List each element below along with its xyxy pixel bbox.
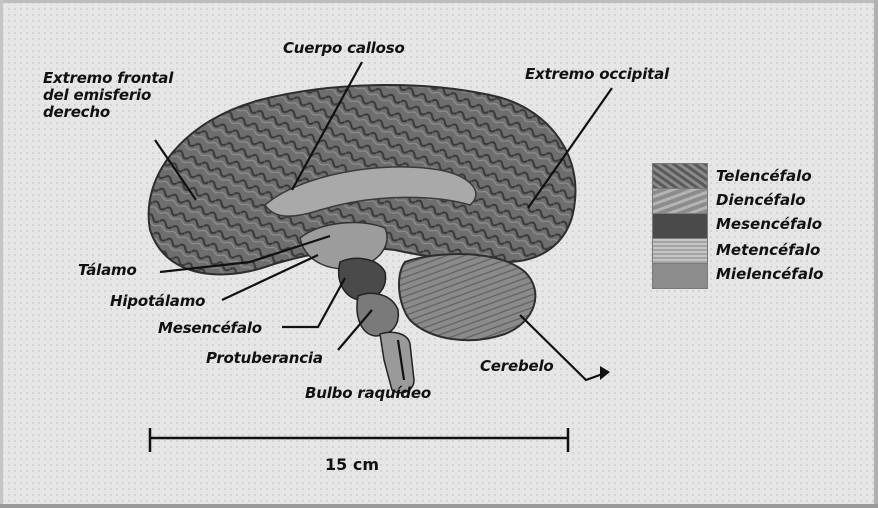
medulla-shape: [379, 331, 415, 394]
cerebellum-arrowhead: [600, 366, 610, 380]
leader-medulla: [396, 339, 406, 381]
label-corpus-callosum: Cuerpo calloso: [283, 39, 405, 57]
legend-label-myelencephalon: Mielencéfalo: [716, 265, 824, 283]
legend-swatch-myelencephalon: [652, 263, 708, 289]
scale-bar-label: 15 cm: [325, 455, 379, 474]
frame-top-edge: [0, 0, 878, 3]
corpus-callosum-shape: [264, 166, 477, 217]
leader-corpus-callosum: [291, 61, 363, 191]
legend-swatch-diencephalon: [652, 188, 708, 214]
label-cerebellum: Cerebelo: [480, 357, 554, 375]
label-thalamus: Tálamo: [78, 261, 137, 279]
label-midbrain: Mesencéfalo: [158, 319, 262, 337]
legend-label-telencephalon: Telencéfalo: [716, 167, 812, 185]
label-hypothalamus: Hipotálamo: [110, 292, 206, 310]
midbrain-shape: [338, 257, 387, 301]
pons-shape: [356, 292, 400, 337]
label-medulla: Bulbo raquídeo: [305, 384, 432, 402]
legend-label-mesencephalon: Mesencéfalo: [716, 215, 823, 233]
legend-label-diencephalon: Diencéfalo: [716, 191, 806, 209]
legend-label-metencephalon: Metencéfalo: [716, 241, 821, 259]
leader-thalamus: [159, 234, 331, 274]
leader-pons: [337, 309, 373, 351]
diencephalon-shape: [299, 221, 388, 270]
label-pons: Protuberancia: [206, 349, 323, 367]
leader-midbrain: [282, 277, 346, 329]
label-occipital-pole: Extremo occipital: [525, 65, 669, 83]
legend-swatch-metencephalon: [652, 238, 708, 264]
leader-frontal-pole: [154, 139, 197, 201]
frame-left-edge: [0, 0, 3, 508]
cerebellum-shape: [398, 252, 537, 342]
label-frontal-pole: Extremo frontal del emisferio derecho: [43, 69, 174, 121]
legend-swatch-telencephalon: [652, 163, 708, 189]
leader-hypothalamus: [221, 254, 319, 301]
frame-bottom-edge: [0, 504, 878, 508]
leader-occipital-pole: [527, 87, 613, 209]
legend-swatch-mesencephalon: [652, 213, 708, 239]
frame-right-edge: [874, 0, 878, 508]
